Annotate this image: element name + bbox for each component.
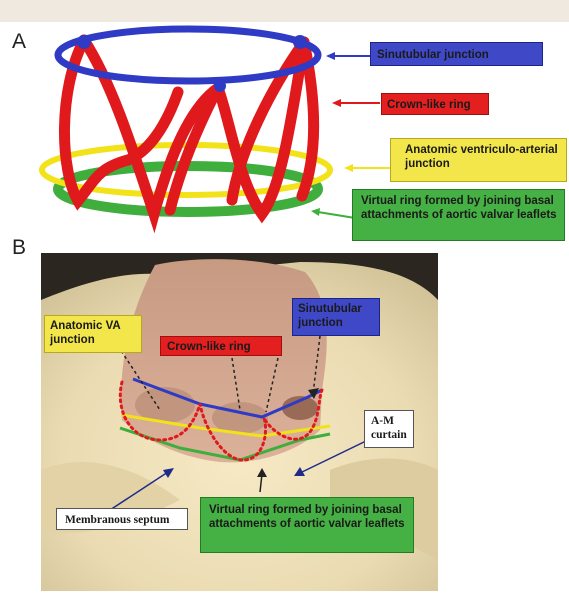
label-b-membranous-septum: Membranous septum	[56, 508, 188, 530]
label-b-virtual-ring: Virtual ring formed by joining basal att…	[200, 497, 414, 553]
label-b-sinutubular-junction: Sinutubular junction	[292, 298, 380, 336]
label-b-crown-like-ring: Crown-like ring	[160, 336, 282, 356]
label-b-am-curtain: A-M curtain	[364, 410, 414, 448]
label-b-anatomic-va-junction: Anatomic VA junction	[44, 315, 142, 353]
